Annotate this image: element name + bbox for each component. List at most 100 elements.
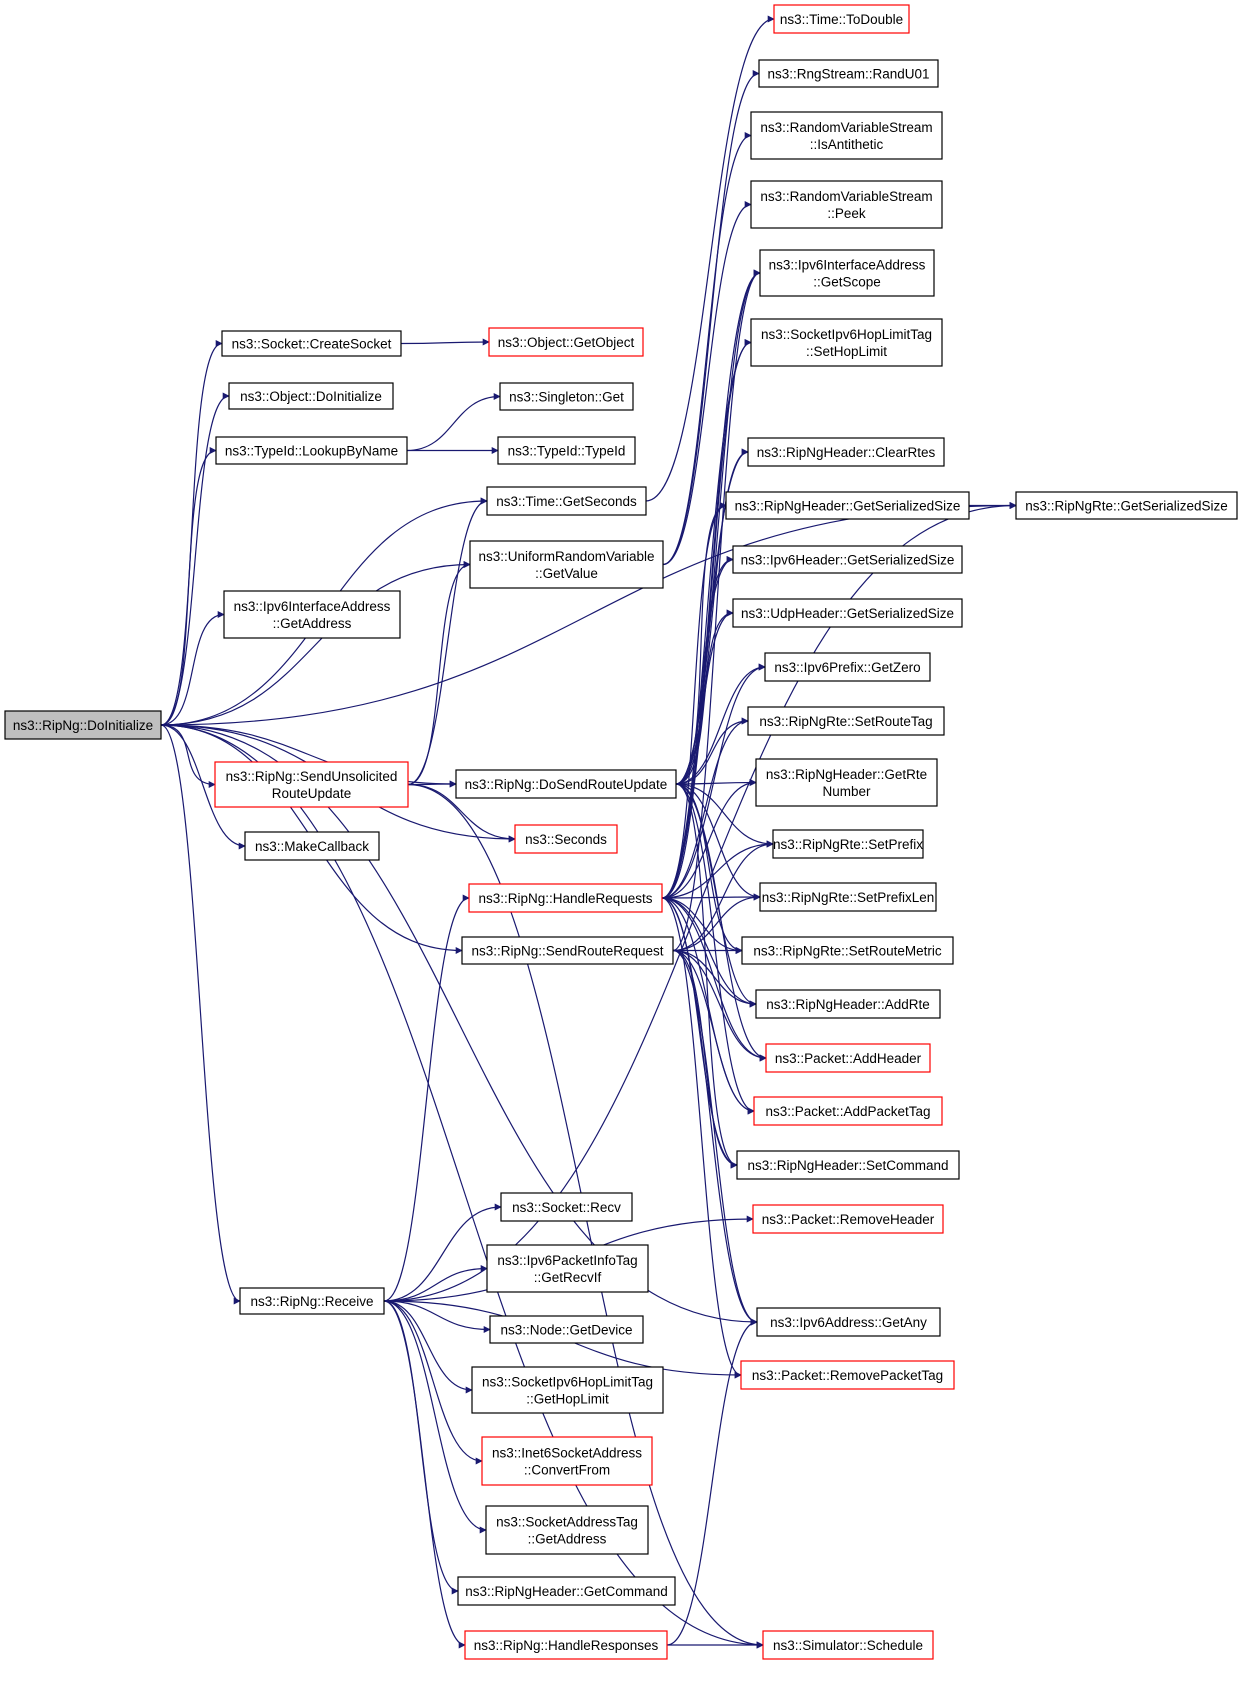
edge-root-to-ipv6GetAny xyxy=(160,724,758,1326)
node-urvGetValue[interactable]: ns3::UniformRandomVariable::GetValue xyxy=(469,540,664,589)
node-setCommand[interactable]: ns3::RipNgHeader::SetCommand xyxy=(736,1150,960,1180)
node-getObject[interactable]: ns3::Object::GetObject xyxy=(488,327,644,357)
edge-urvGetValue-to-isAntithetic xyxy=(662,132,752,566)
node-box xyxy=(750,180,943,229)
node-setPrefixLen[interactable]: ns3::RipNgRte::SetPrefixLen xyxy=(759,882,937,912)
node-handleResponses[interactable]: ns3::RipNg::HandleResponses xyxy=(464,1630,668,1660)
node-box xyxy=(747,706,945,736)
node-objDoInit[interactable]: ns3::Object::DoInitialize xyxy=(228,382,394,410)
node-inet6ConvertFrom[interactable]: ns3::Inet6SocketAddress::ConvertFrom xyxy=(481,1436,653,1486)
node-handleRequests[interactable]: ns3::RipNg::HandleRequests xyxy=(468,883,663,913)
edge-receive-to-nodeGetDevice xyxy=(383,1300,491,1333)
node-rteSerSize[interactable]: ns3::RipNgRte::GetSerializedSize xyxy=(1015,491,1238,520)
node-label: ns3::Object::DoInitialize xyxy=(240,389,382,404)
node-box xyxy=(772,829,924,859)
node-hopLimitSet[interactable]: ns3::SocketIpv6HopLimitTag::SetHopLimit xyxy=(750,318,943,367)
node-isAntithetic[interactable]: ns3::RandomVariableStream::IsAntithetic xyxy=(750,111,943,160)
call-arrow xyxy=(383,1300,466,1649)
node-label: ::GetScope xyxy=(813,275,881,290)
node-timeGetSeconds[interactable]: ns3::Time::GetSeconds xyxy=(486,486,647,516)
edge-sendRouteRequest-to-pktAddPacketTag xyxy=(672,949,755,1115)
call-arrow xyxy=(160,611,225,726)
node-udpHdrSerSize[interactable]: ns3::UdpHeader::GetSerializedSize xyxy=(732,598,963,628)
node-sockAddrTagGetAddr[interactable]: ns3::SocketAddressTag::GetAddress xyxy=(485,1505,649,1555)
node-receive[interactable]: ns3::RipNg::Receive xyxy=(239,1287,385,1315)
call-arrow xyxy=(407,780,457,788)
edge-handleRequests-to-udpHdrSerSize xyxy=(661,609,734,899)
node-box xyxy=(753,1096,943,1126)
node-ipv6IfGetAddr[interactable]: ns3::Ipv6InterfaceAddress::GetAddress xyxy=(223,590,401,639)
node-box xyxy=(239,1287,385,1315)
node-typeIdTypeId[interactable]: ns3::TypeId::TypeId xyxy=(497,436,636,465)
node-box xyxy=(244,831,380,861)
node-ripHdrSerSize[interactable]: ns3::RipNgHeader::GetSerializedSize xyxy=(725,491,970,520)
node-root[interactable]: ns3::RipNg::DoInitialize xyxy=(4,710,162,740)
node-label: ns3::Inet6SocketAddress xyxy=(492,1446,642,1461)
node-doSendRouteUpdate[interactable]: ns3::RipNg::DoSendRouteUpdate xyxy=(455,769,677,799)
node-label: ns3::RipNg::SendRouteRequest xyxy=(471,944,663,959)
node-label: ns3::Packet::AddHeader xyxy=(775,1051,922,1066)
call-arrow xyxy=(662,201,752,566)
node-box xyxy=(755,989,941,1019)
node-box xyxy=(725,491,970,520)
node-peek[interactable]: ns3::RandomVariableStream::Peek xyxy=(750,180,943,229)
edge-receive-to-hopLimitGet xyxy=(383,1300,473,1394)
node-box xyxy=(481,1436,653,1486)
node-box xyxy=(485,1505,649,1555)
node-randU01[interactable]: ns3::RngStream::RandU01 xyxy=(758,59,939,88)
node-seconds[interactable]: ns3::Seconds xyxy=(514,824,618,854)
edge-receive-to-inet6ConvertFrom xyxy=(383,1300,483,1465)
node-setRouteTag[interactable]: ns3::RipNgRte::SetRouteTag xyxy=(747,706,945,736)
node-timeToDouble[interactable]: ns3::Time::ToDouble xyxy=(773,4,910,34)
node-box xyxy=(489,1315,644,1344)
call-arrow xyxy=(406,393,501,452)
node-hopLimitGet[interactable]: ns3::SocketIpv6HopLimitTag::GetHopLimit xyxy=(471,1366,664,1414)
node-prefixGetZero[interactable]: ns3::Ipv6Prefix::GetZero xyxy=(764,652,931,682)
call-arrow xyxy=(661,897,758,1326)
node-simSchedule[interactable]: ns3::Simulator::Schedule xyxy=(762,1630,934,1660)
node-ipv6IfGetScope[interactable]: ns3::Ipv6InterfaceAddress::GetScope xyxy=(759,249,935,297)
call-arrow xyxy=(675,663,766,785)
call-arrow xyxy=(662,70,760,566)
node-label: ns3::RipNg::HandleRequests xyxy=(478,891,652,906)
edge-sendUnsolicited-to-timeGetSeconds xyxy=(407,497,488,786)
node-clearRtes[interactable]: ns3::RipNgHeader::ClearRtes xyxy=(747,437,945,467)
node-singletonGet[interactable]: ns3::Singleton::Get xyxy=(499,382,634,411)
call-arrow xyxy=(160,724,216,788)
edge-doSendRouteUpdate-to-getRteNumber xyxy=(675,779,757,787)
node-socketRecv[interactable]: ns3::Socket::Recv xyxy=(500,1192,633,1222)
node-ipv6HdrSerSize[interactable]: ns3::Ipv6Header::GetSerializedSize xyxy=(732,545,963,574)
edge-handleRequests-to-ipv6GetAny xyxy=(661,897,758,1326)
node-lookupByName[interactable]: ns3::TypeId::LookupByName xyxy=(215,436,408,465)
node-setRouteMetric[interactable]: ns3::RipNgRte::SetRouteMetric xyxy=(741,936,954,965)
node-nodeGetDevice[interactable]: ns3::Node::GetDevice xyxy=(489,1315,644,1344)
node-makeCallback[interactable]: ns3::MakeCallback xyxy=(244,831,380,861)
node-createSocket[interactable]: ns3::Socket::CreateSocket xyxy=(221,330,402,357)
call-arrow xyxy=(661,717,749,899)
node-label: ns3::RipNgRte::SetRouteMetric xyxy=(753,944,942,959)
node-pktAddPacketTag[interactable]: ns3::Packet::AddPacketTag xyxy=(753,1096,943,1126)
node-ipv6GetAny[interactable]: ns3::Ipv6Address::GetAny xyxy=(756,1307,941,1337)
node-addRte[interactable]: ns3::RipNgHeader::AddRte xyxy=(755,989,941,1019)
node-pktRemovePacketTag[interactable]: ns3::Packet::RemovePacketTag xyxy=(740,1360,955,1390)
edge-urvGetValue-to-randU01 xyxy=(662,70,760,566)
node-pktInfoGetRecvIf[interactable]: ns3::Ipv6PacketInfoTag::GetRecvIf xyxy=(486,1244,649,1293)
node-label: ::GetRecvIf xyxy=(534,1270,602,1285)
node-pktAddHeader[interactable]: ns3::Packet::AddHeader xyxy=(765,1043,931,1073)
node-box xyxy=(499,382,634,411)
node-setPrefix[interactable]: ns3::RipNgRte::SetPrefix xyxy=(772,829,924,859)
call-arrow xyxy=(383,894,470,1302)
node-label: ::GetAddress xyxy=(273,616,352,631)
call-arrow xyxy=(407,561,471,786)
node-box xyxy=(471,1366,664,1414)
call-arrow xyxy=(672,269,761,952)
node-ripHdrGetCommand[interactable]: ns3::RipNgHeader::GetCommand xyxy=(457,1576,676,1606)
edge-sendRouteRequest-to-addRte xyxy=(672,949,757,1008)
node-sendRouteRequest[interactable]: ns3::RipNg::SendRouteRequest xyxy=(461,936,674,965)
call-arrow xyxy=(407,497,488,786)
node-pktRemoveHeader[interactable]: ns3::Packet::RemoveHeader xyxy=(752,1204,944,1234)
edge-handleResponses-to-ipv6GetAny xyxy=(666,1318,758,1646)
